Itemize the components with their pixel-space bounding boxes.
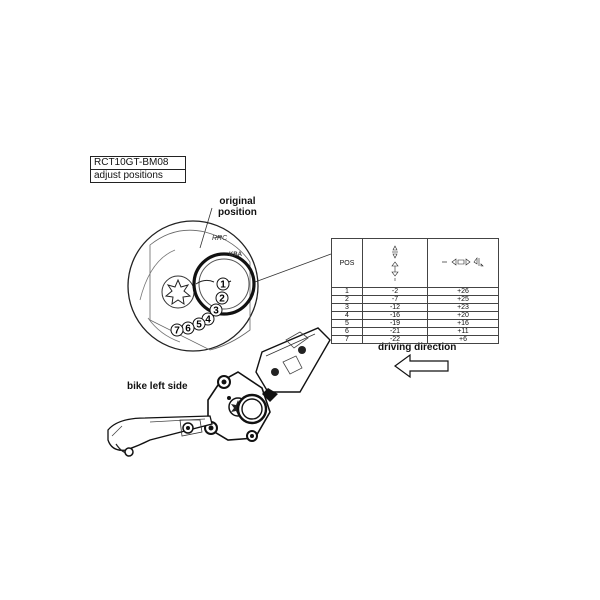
horizontal-offset-cell: +16 bbox=[427, 319, 499, 328]
header-vertical bbox=[362, 238, 428, 288]
table-row: 4-16+20 bbox=[331, 311, 499, 320]
vertical-offset-cell: -19 bbox=[362, 319, 428, 328]
table-row: 1-2+26 bbox=[331, 287, 499, 296]
pos-cell: 2 bbox=[331, 295, 363, 304]
position-marker bbox=[209, 303, 223, 317]
brand-text: KBA bbox=[229, 252, 243, 258]
table-row: 6-21+11 bbox=[331, 327, 499, 336]
header-pos: POS bbox=[331, 238, 363, 288]
peg-mount-ring bbox=[192, 252, 256, 316]
pos-cell: 4 bbox=[331, 311, 363, 320]
driving-direction-label: driving direction bbox=[378, 342, 457, 353]
horizontal-offset-cell: +6 bbox=[427, 335, 499, 344]
zoom-circle bbox=[127, 220, 259, 352]
position-number: 5 bbox=[196, 320, 202, 331]
original-position-label: original position bbox=[218, 196, 257, 218]
horizontal-offset-cell: +26 bbox=[427, 287, 499, 296]
pos-cell: 3 bbox=[331, 303, 363, 312]
bracket-outline bbox=[149, 229, 251, 351]
table-row: 7-22+6 bbox=[331, 335, 499, 344]
original-position-leader bbox=[199, 207, 213, 249]
horizontal-offset-cell: +25 bbox=[427, 295, 499, 304]
horizontal-arrows-icon bbox=[442, 257, 484, 267]
position-marker bbox=[170, 323, 184, 337]
pos-cell: 5 bbox=[331, 319, 363, 328]
vertical-offset-cell: -21 bbox=[362, 327, 428, 336]
spline-hub-icon bbox=[161, 275, 195, 309]
position-table: POS bbox=[331, 238, 499, 344]
header-horizontal bbox=[427, 238, 499, 288]
pos-cell: 7 bbox=[331, 335, 363, 344]
position-number: 4 bbox=[205, 315, 211, 326]
position-marker bbox=[216, 277, 230, 291]
position-number: 2 bbox=[219, 294, 225, 305]
heel-guard bbox=[255, 327, 331, 393]
position-number: 3 bbox=[213, 306, 219, 317]
vertical-offset-cell: -12 bbox=[362, 303, 428, 312]
horizontal-offset-cell: +23 bbox=[427, 303, 499, 312]
table-row: 3-12+23 bbox=[331, 303, 499, 312]
part-code: RCT10GT-BM08 bbox=[94, 157, 169, 168]
position-number: 7 bbox=[174, 326, 180, 337]
horizontal-offset-cell: +11 bbox=[427, 327, 499, 336]
table-row: 2-7+25 bbox=[331, 295, 499, 304]
position-number: 1 bbox=[220, 280, 226, 291]
vertical-offset-cell: -22 bbox=[362, 335, 428, 344]
vertical-arrows-icon bbox=[391, 245, 399, 281]
brand-logo: RRC bbox=[212, 235, 228, 242]
vertical-offset-cell: -16 bbox=[362, 311, 428, 320]
connector-line bbox=[254, 253, 332, 283]
horizontal-offset-cell: +20 bbox=[427, 311, 499, 320]
bike-left-side-label: bike left side bbox=[127, 381, 188, 392]
vertical-offset-cell: -7 bbox=[362, 295, 428, 304]
position-marker bbox=[215, 291, 229, 305]
position-number: 6 bbox=[185, 324, 191, 335]
rearset-assembly bbox=[107, 327, 331, 457]
direction-arrow-icon bbox=[393, 353, 449, 379]
part-label-box: RCT10GT-BM08 adjust positions bbox=[90, 156, 186, 183]
pos-cell: 1 bbox=[331, 287, 363, 296]
pos-cell: 6 bbox=[331, 327, 363, 336]
vertical-offset-cell: -2 bbox=[362, 287, 428, 296]
part-subtitle: adjust positions bbox=[91, 169, 185, 182]
table-row: 5-19+16 bbox=[331, 319, 499, 328]
